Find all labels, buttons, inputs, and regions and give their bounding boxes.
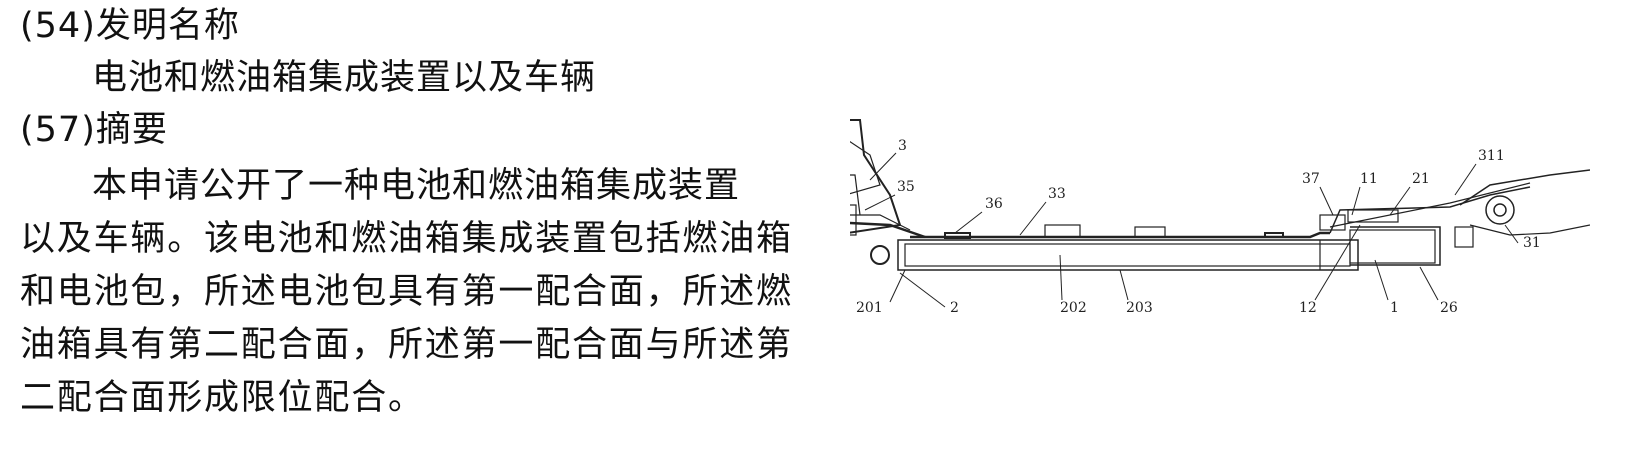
- svg-text:36: 36: [985, 196, 1003, 212]
- svg-text:2: 2: [950, 300, 959, 316]
- invention-title: 电池和燃油箱集成装置以及车辆: [92, 58, 597, 98]
- ref-label-21: 21: [1389, 171, 1430, 216]
- svg-text:3: 3: [898, 138, 907, 154]
- abstract-line-1: 本申请公开了一种电池和燃油箱集成装置: [92, 166, 741, 206]
- abstract-section-code: (57): [20, 110, 96, 150]
- svg-text:1: 1: [1390, 300, 1399, 316]
- ref-label-202: 202: [1059, 254, 1087, 316]
- svg-text:12: 12: [1299, 300, 1317, 316]
- ref-label-36: 36: [954, 196, 1003, 234]
- svg-text:202: 202: [1060, 300, 1087, 316]
- ref-label-3: 3: [869, 138, 907, 181]
- title-section-code: (54): [20, 6, 96, 46]
- svg-text:203: 203: [1126, 300, 1153, 316]
- vehicle-floor-cross-section: 3 35 36 33 37 11: [850, 119, 1590, 316]
- svg-text:201: 201: [856, 300, 883, 316]
- svg-text:37: 37: [1302, 171, 1320, 187]
- abstract-line-3: 和电池包，所述电池包具有第一配合面，所述燃: [20, 272, 793, 312]
- title-section-heading: 发明名称: [95, 6, 240, 46]
- ref-label-1: 1: [1374, 259, 1399, 316]
- ref-label-201: 201: [856, 269, 906, 316]
- title-heading: (54)发明名称: [20, 6, 240, 46]
- svg-text:21: 21: [1412, 171, 1430, 187]
- ref-label-2: 2: [899, 272, 959, 316]
- ref-label-311: 311: [1454, 148, 1505, 196]
- svg-text:26: 26: [1440, 300, 1458, 316]
- abstract-heading: (57)摘要: [20, 110, 168, 150]
- patent-drawing: 3 35 36 33 37 11: [850, 115, 1590, 335]
- ref-label-203: 203: [1119, 269, 1153, 316]
- rear-structure-drawing: [1454, 169, 1590, 248]
- floor-panel-drawing: [910, 182, 1531, 239]
- front-structure-drawing: [850, 119, 926, 265]
- ref-label-33: 33: [1019, 186, 1066, 236]
- svg-text:31: 31: [1523, 235, 1541, 251]
- svg-text:311: 311: [1478, 148, 1505, 164]
- reference-labels: 3 35 36 33 37 11: [856, 138, 1541, 316]
- svg-text:33: 33: [1048, 186, 1066, 202]
- ref-label-31: 31: [1504, 224, 1541, 251]
- ref-label-11: 11: [1351, 171, 1378, 216]
- fuel-tank-drawing: [1319, 209, 1441, 266]
- abstract-line-2: 以及车辆。该电池和燃油箱集成装置包括燃油箱: [20, 219, 793, 259]
- svg-text:11: 11: [1360, 171, 1378, 187]
- abstract-section-heading: 摘要: [95, 110, 168, 150]
- ref-label-26: 26: [1419, 266, 1458, 316]
- ref-label-12: 12: [1299, 224, 1361, 316]
- abstract-line-4: 油箱具有第二配合面，所述第一配合面与所述第: [20, 325, 793, 365]
- patent-text: (54)发明名称 电池和燃油箱集成装置以及车辆 (57)摘要 本申请公开了一种电…: [0, 0, 800, 475]
- abstract-line-5: 二配合面形成限位配合。: [20, 378, 425, 418]
- ref-label-37: 37: [1302, 171, 1334, 216]
- battery-pack-drawing: [897, 239, 1359, 271]
- ref-label-35: 35: [864, 179, 915, 211]
- svg-text:35: 35: [897, 179, 915, 195]
